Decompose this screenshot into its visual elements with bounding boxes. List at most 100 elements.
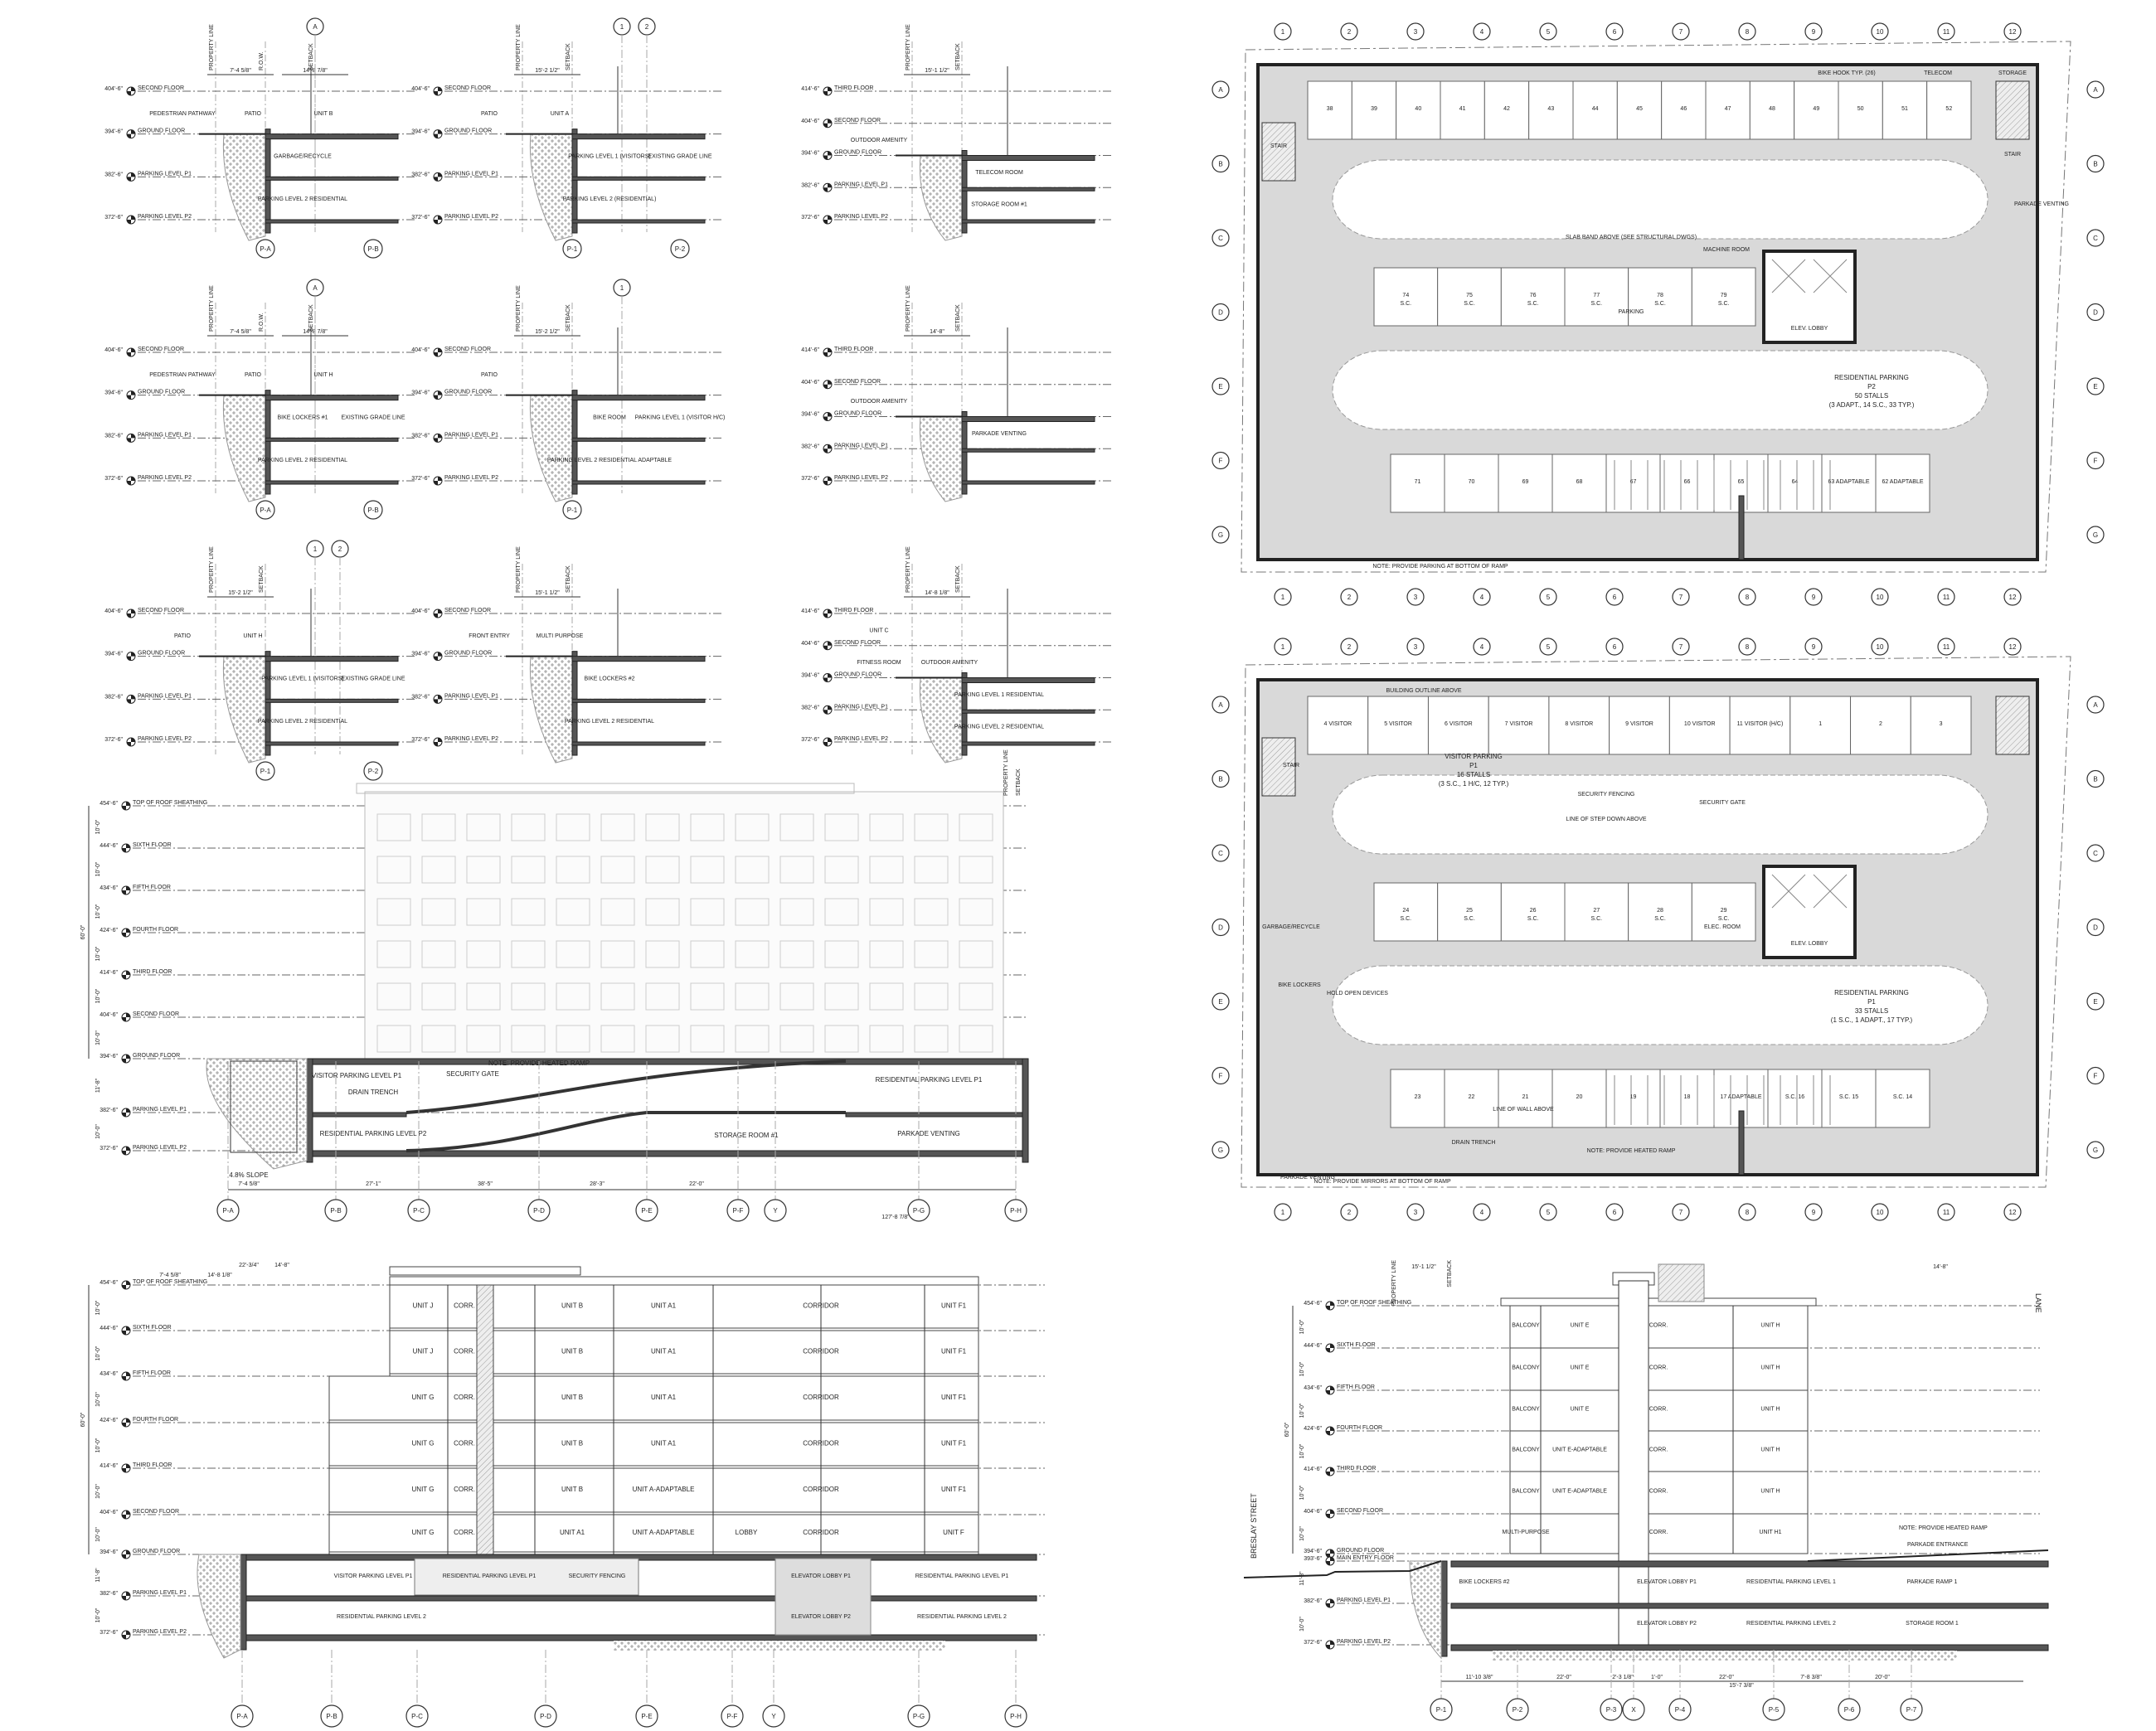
grid-bubble: 8 <box>1738 638 1756 656</box>
window <box>824 1025 859 1053</box>
grid-bubble-label: P-1 <box>567 507 578 514</box>
stall-number: 65 <box>1738 479 1745 485</box>
grid-bubble-circle <box>1004 1704 1027 1728</box>
dimension-text: 22'-0" <box>1556 1675 1571 1680</box>
grid-bubble: P-A <box>255 500 275 520</box>
parking-stall <box>1882 80 1928 140</box>
note-label: NOTE: PROVIDE HEATED RAMP <box>1899 1525 1988 1531</box>
window <box>869 940 904 968</box>
parking-stall <box>1850 696 1911 755</box>
soil-hatch-foundation <box>614 1641 945 1651</box>
parking-summary: RESIDENTIAL PARKING <box>1834 989 1909 996</box>
grid-bubble-label: 9 <box>1812 1209 1816 1216</box>
level-name: TOP OF ROOF SHEATHING <box>1337 1300 1411 1306</box>
grid-bubble: 11 <box>1937 588 1955 606</box>
level-name: THIRD FLOOR <box>834 85 873 91</box>
grid-bubble-label: 5 <box>1547 28 1551 36</box>
window <box>869 856 904 884</box>
unit-label: UNIT E-ADAPTABLE <box>1552 1489 1607 1495</box>
level-name: TOP OF ROOF SHEATHING <box>133 800 207 806</box>
grid-bubble-label: F <box>1219 458 1223 465</box>
grid-bubble: P-5 <box>1762 1698 1785 1721</box>
grid-bubble: A <box>1212 80 1230 99</box>
grid-bubble: 10 <box>1871 588 1889 606</box>
parking-stall <box>1488 696 1550 755</box>
grid-bubble-circle <box>1430 1698 1453 1721</box>
grid-bubble-circle <box>255 500 275 520</box>
floor-height-dim: 10'-0" <box>95 1484 101 1499</box>
grid-bubble-circle <box>1605 638 1624 656</box>
level-name: GROUND FLOOR <box>138 390 185 395</box>
grid-bubble-circle <box>2086 769 2105 788</box>
level-elevation: 372'-6" <box>411 476 430 482</box>
window <box>556 940 590 968</box>
level-datum-icon-fill <box>434 738 442 746</box>
level-datum-icon-fill <box>823 380 832 389</box>
grid-bubble-label: 2 <box>1348 643 1352 651</box>
stall-type: S.C. <box>1401 916 1412 922</box>
level-datum-icon-fill <box>434 434 442 443</box>
room-label: PARKING LEVEL 1 (VISITORS) <box>568 154 650 160</box>
unit-label: UNIT G <box>412 1440 435 1447</box>
grid-bubble-circle <box>1212 154 1230 173</box>
level-name: THIRD FLOOR <box>834 608 873 613</box>
level-datum-icon-fill <box>127 738 135 746</box>
room-label: GARBAGE/RECYCLE <box>274 154 332 160</box>
level-datum-icon-fill <box>1326 1344 1334 1352</box>
window <box>511 982 546 1011</box>
grid-bubble-circle <box>1212 769 1230 788</box>
grid-bubble-circle <box>1804 638 1823 656</box>
unit-label: UNIT E-ADAPTABLE <box>1552 1447 1607 1453</box>
floor-band <box>1509 1305 1809 1349</box>
p2-slab <box>240 1634 1037 1641</box>
level-datum-icon-fill <box>1326 1467 1334 1476</box>
window <box>735 856 770 884</box>
grid-bubble-label: P-A <box>236 1713 248 1720</box>
parkade-wall-west <box>240 1554 247 1651</box>
grid-bubble-circle <box>1672 588 1690 606</box>
grid-bubble-circle <box>2086 696 2105 714</box>
elevator-lobby <box>775 1558 872 1636</box>
stall-number: 42 <box>1503 106 1510 112</box>
grid-bubble-circle <box>534 1704 557 1728</box>
grid-bubble-label: 3 <box>1414 643 1418 651</box>
level-elevation: 404'-6" <box>104 86 123 92</box>
level-datum-icon-fill <box>434 348 442 356</box>
grid-bubble-circle <box>562 500 582 520</box>
room-label: FITNESS ROOM <box>857 660 901 666</box>
unit-label: CORRIDOR <box>803 1348 839 1355</box>
grid-bubble-label: A <box>313 23 318 31</box>
level-datum-icon-fill <box>823 87 832 95</box>
dimension-text: 20'-0" <box>1875 1675 1890 1680</box>
window <box>735 982 770 1011</box>
grid-bubble: P-2 <box>363 761 383 781</box>
parking-summary: 16 STALLS <box>1457 771 1490 778</box>
grid-bubble-circle <box>1340 22 1358 41</box>
level-name: PARKING LEVEL P2 <box>138 214 192 220</box>
dimension-text: 22'-3/4" <box>239 1263 259 1268</box>
level-name: PARKING LEVEL P1 <box>834 704 888 710</box>
window <box>421 813 456 841</box>
soil-hatch <box>206 1058 308 1170</box>
window <box>824 813 859 841</box>
grid-bubble-label: D <box>1218 309 1223 317</box>
window <box>376 813 411 841</box>
room-label: STORAGE <box>1998 70 2027 76</box>
grid-bubble-circle <box>1605 588 1624 606</box>
room-label: MULTI PURPOSE <box>537 633 584 639</box>
level-name: THIRD FLOOR <box>133 1462 172 1468</box>
grid-bubble: G <box>2086 1141 2105 1159</box>
grid-bubble-label: 4 <box>1480 1209 1484 1216</box>
grid-bubble-circle <box>1274 588 1292 606</box>
parking-summary: (1 S.C., 1 ADAPT., 17 TYP.) <box>1831 1016 1913 1024</box>
level-datum-icon-fill <box>122 1372 130 1380</box>
stall-number: 50 <box>1857 106 1864 112</box>
unit-label: UNIT E <box>1571 1407 1590 1413</box>
level-elevation: 394'-6" <box>1304 1549 1322 1554</box>
level-datum-icon-fill <box>127 390 135 400</box>
level-name: SIXTH FLOOR <box>133 842 172 848</box>
grid-bubble-circle <box>1738 22 1756 41</box>
reference-label: PROPERTY LINE <box>209 24 215 70</box>
window <box>600 1025 635 1053</box>
grid-bubble-label: 3 <box>1414 1209 1418 1216</box>
